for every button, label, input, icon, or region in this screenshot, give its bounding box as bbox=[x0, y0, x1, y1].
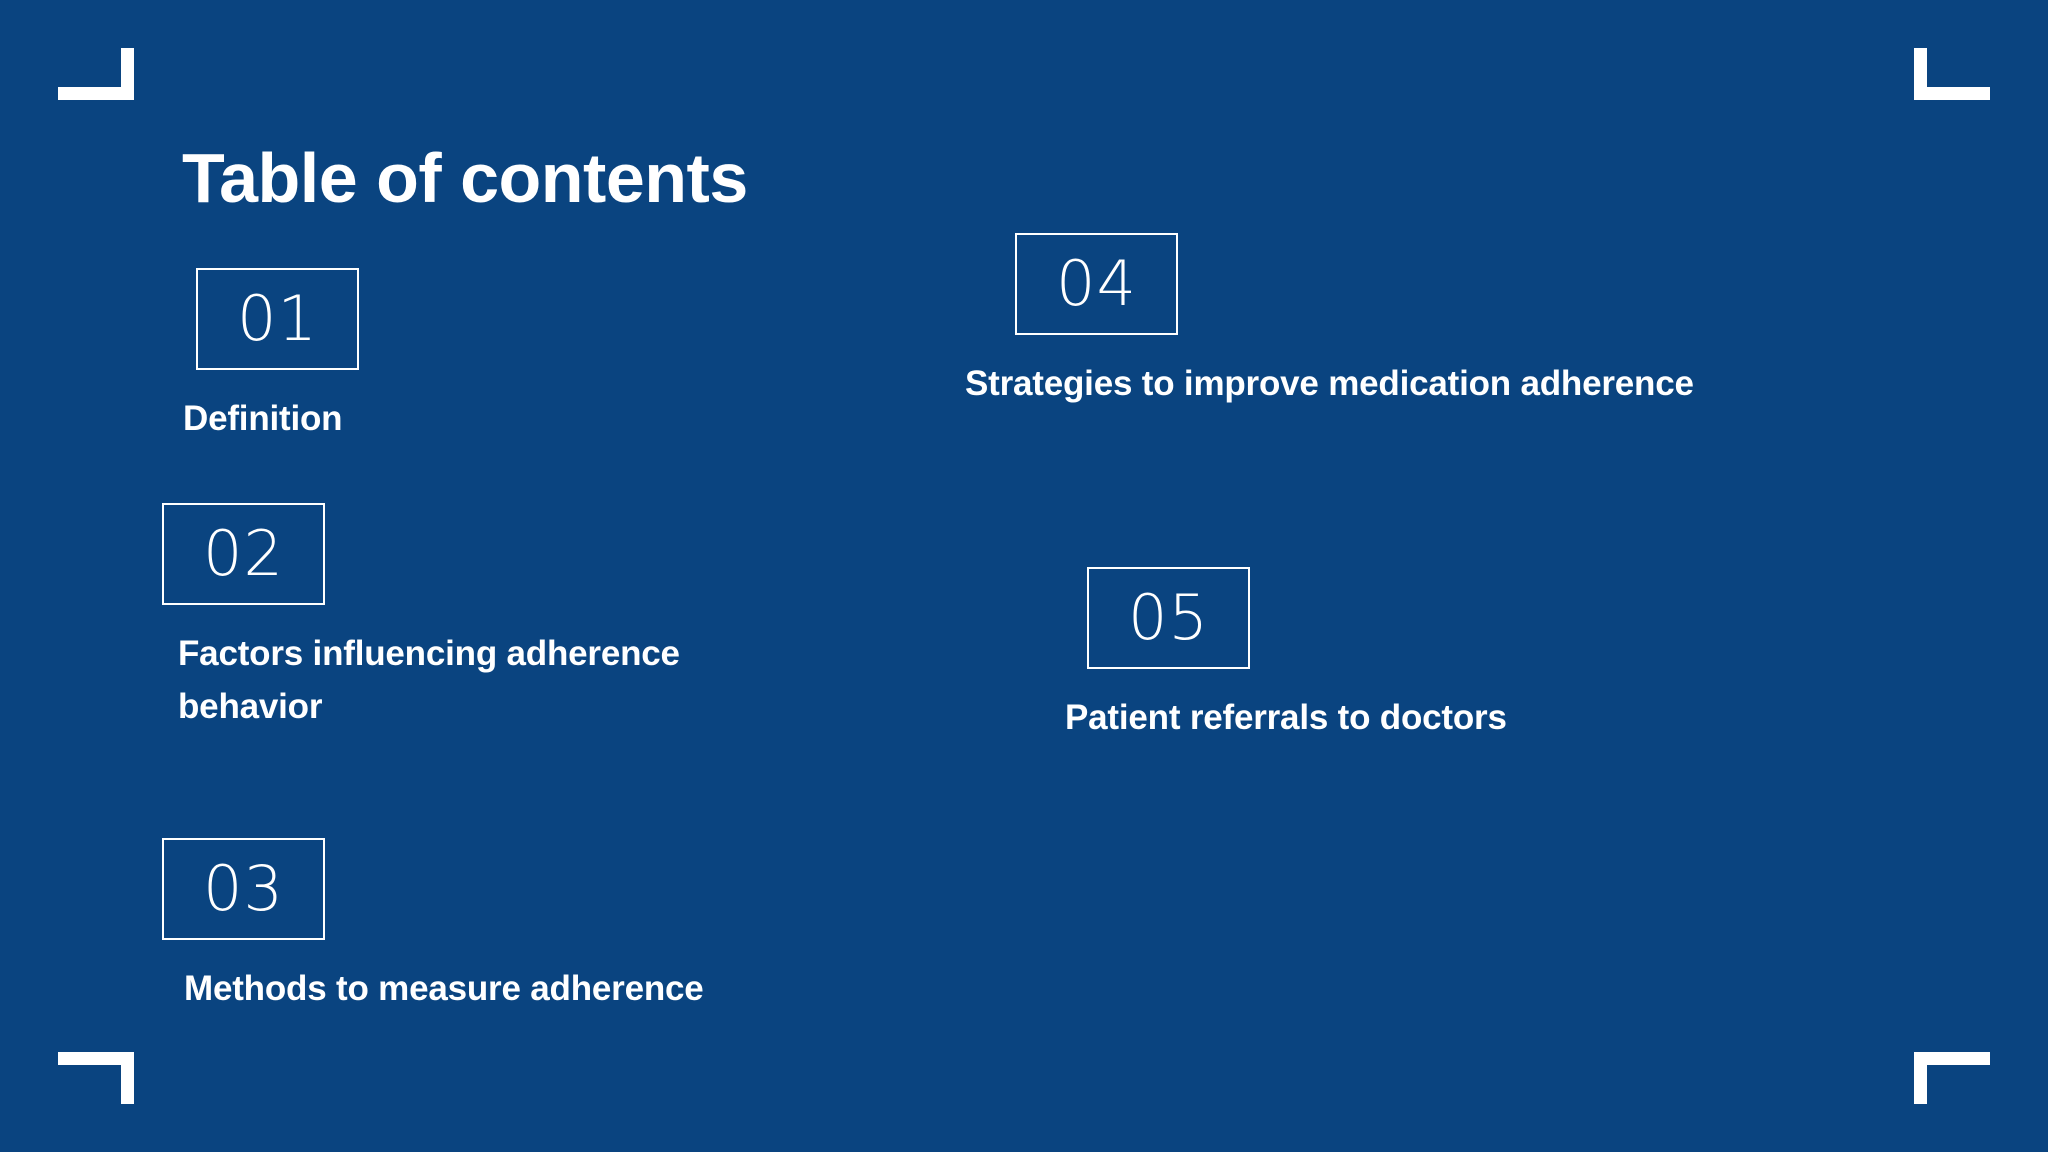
toc-label-05: Patient referrals to doctors bbox=[1065, 698, 1507, 737]
toc-number-box-02: 02 bbox=[162, 503, 325, 605]
bracket-bar-horizontal bbox=[1914, 1052, 1990, 1065]
toc-number-box-05: 05 bbox=[1087, 567, 1250, 669]
bracket-bar-horizontal bbox=[58, 1052, 134, 1065]
toc-number-03: 03 bbox=[203, 852, 284, 925]
toc-number-02: 02 bbox=[203, 517, 284, 590]
toc-entry-01[interactable]: 01 Definition bbox=[183, 268, 359, 445]
bracket-bar-vertical bbox=[1914, 1052, 1927, 1104]
toc-number-04: 04 bbox=[1056, 247, 1137, 320]
toc-label-01: Definition bbox=[183, 399, 343, 438]
corner-bracket-top-right-icon bbox=[1914, 48, 1990, 100]
corner-bracket-bottom-left-icon bbox=[58, 1052, 134, 1104]
bracket-bar-vertical bbox=[1914, 48, 1927, 100]
bracket-bar-vertical bbox=[121, 48, 134, 100]
corner-bracket-bottom-right-icon bbox=[1914, 1052, 1990, 1104]
toc-label-04: Strategies to improve medication adheren… bbox=[965, 364, 1694, 403]
toc-entry-03[interactable]: 03 Methods to measure adherence bbox=[162, 838, 884, 1015]
toc-number-box-04: 04 bbox=[1015, 233, 1178, 335]
bracket-bar-horizontal bbox=[58, 87, 134, 100]
page-title: Table of contents bbox=[182, 138, 748, 217]
toc-number-05: 05 bbox=[1128, 581, 1209, 654]
toc-number-box-03: 03 bbox=[162, 838, 325, 940]
bracket-bar-vertical bbox=[121, 1052, 134, 1104]
toc-entry-04[interactable]: 04 Strategies to improve medication adhe… bbox=[965, 233, 1825, 410]
toc-entry-02[interactable]: 02 Factors influencing adherence behavio… bbox=[162, 503, 798, 733]
toc-entry-05[interactable]: 05 Patient referrals to doctors bbox=[1065, 567, 1825, 744]
toc-number-box-01: 01 bbox=[196, 268, 359, 370]
corner-bracket-top-left-icon bbox=[58, 48, 134, 100]
bracket-bar-horizontal bbox=[1914, 87, 1990, 100]
toc-label-03: Methods to measure adherence bbox=[184, 969, 704, 1008]
toc-label-02: Factors influencing adherence behavior bbox=[178, 634, 680, 727]
toc-number-01: 01 bbox=[237, 282, 318, 355]
